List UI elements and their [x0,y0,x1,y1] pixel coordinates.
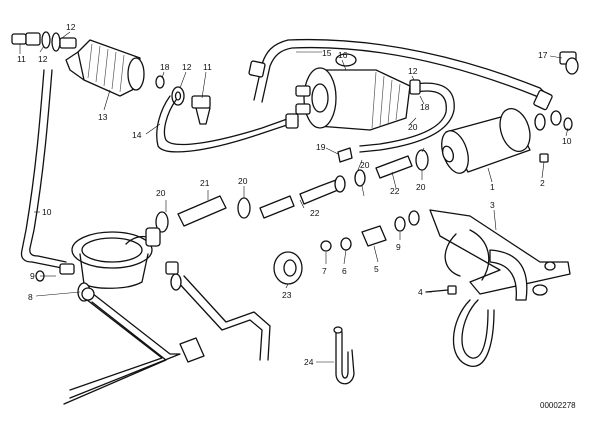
fuel-accumulator-1 [441,107,531,174]
callout-20-right: 20 [416,182,426,192]
callout-14: 14 [132,130,142,140]
fuel-pipes-bottom [63,273,271,405]
callout-2: 2 [540,178,545,188]
washers-right [534,110,573,163]
callout-12-top: 12 [66,22,76,32]
callout-5: 5 [374,264,379,274]
clip-8 [81,287,95,301]
tank-sender-ring [71,227,161,289]
mounting-bracket-3 [429,209,571,301]
bracket-strap [452,299,495,367]
hose-22-23 [155,147,429,233]
callout-22-left: 21 [200,178,210,188]
callout-15: 15 [322,48,332,58]
fitting-17 [559,51,579,75]
callout-20-mid: 20 [360,160,370,170]
callout-16: 16 [338,50,348,60]
screw-4 [425,285,457,295]
fuel-pump-16 [295,53,411,131]
fuel-filter-13 [65,39,145,97]
fittings-left-low [35,261,179,282]
callout-18-right: 18 [420,102,430,112]
callout-1: 1 [490,182,495,192]
fuel-line-15 [248,38,553,111]
nuts-washers [320,210,420,252]
callout-11-mid: 11 [203,62,212,72]
grommet-24 [273,251,303,285]
callout-24: 23 [282,290,292,300]
callout-11-left: 11 [17,54,26,64]
callout-13: 13 [98,112,108,122]
callout-20-clip: 20 [238,176,248,186]
callout-9-left: 9 [30,271,35,281]
fuel-line-left [20,69,67,269]
callout-23: 22 [310,208,320,218]
callout-12-left: 12 [38,54,48,64]
fitting-top-left [11,31,77,52]
callout-8: 8 [28,292,33,302]
callout-19: 19 [316,142,326,152]
callout-6: 6 [342,266,347,276]
callout-12-right-pump: 12 [408,66,418,76]
callout-10-left: 10 [42,207,52,217]
callout-7: 7 [322,266,327,276]
callout-10-right: 10 [562,136,572,146]
callout-22-right: 22 [390,186,400,196]
callout-9-mid: 9 [396,242,401,252]
callout-20-left: 20 [156,188,166,198]
u-clip-25 [333,326,355,385]
callout-21: 20 [408,122,418,132]
callout-labels: 11 12 12 13 14 18 12 11 15 16 12 18 20 1… [17,22,576,410]
callout-12-mid: 12 [182,62,192,72]
callout-25: 24 [304,357,314,367]
fuel-hose-21 [359,79,455,153]
fuel-hose-14 [156,95,299,153]
reference-number: 00002278 [540,401,576,410]
callout-4: 4 [418,287,423,297]
leader-lines [19,31,569,363]
banjo-bolt-set [155,75,211,125]
callout-18-left: 18 [160,62,170,72]
callout-17: 17 [538,50,548,60]
callout-3: 3 [490,200,495,210]
